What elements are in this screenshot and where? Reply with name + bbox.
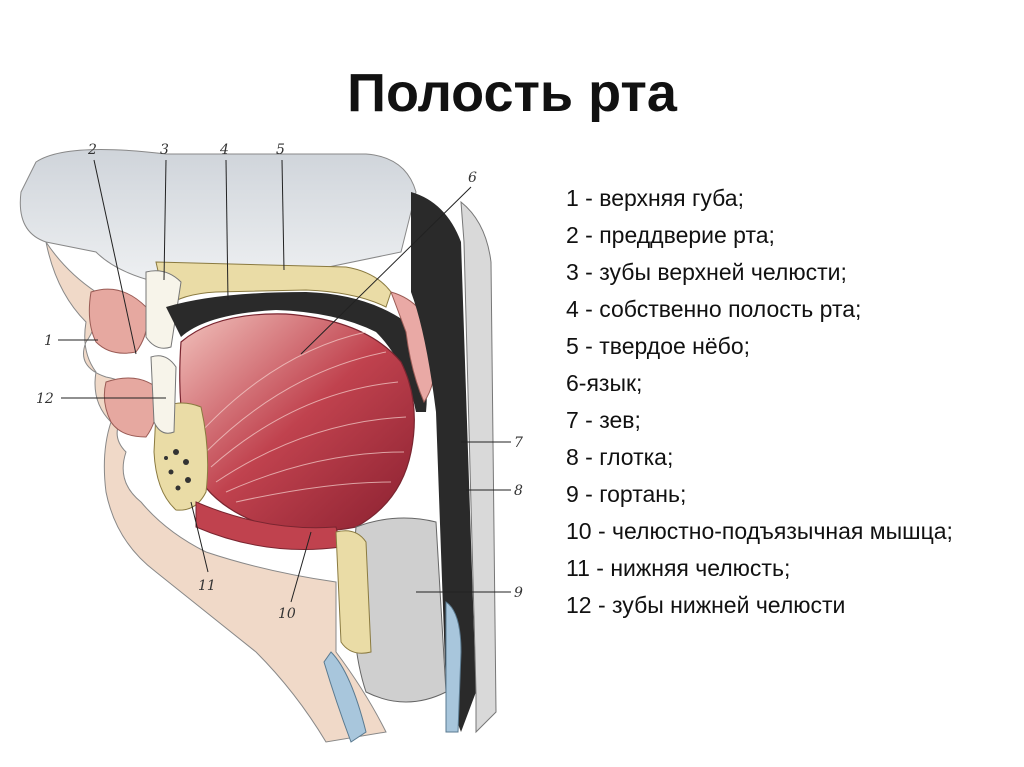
upper-lip (88, 288, 148, 354)
figure-label-3: 3 (160, 142, 169, 158)
figure-label-10: 10 (278, 606, 296, 622)
figure-label-12: 12 (36, 391, 54, 407)
lower-teeth (150, 355, 177, 434)
legend-item-2: 2 - преддверие рта; (566, 222, 775, 248)
oral-cavity-space (166, 292, 427, 412)
legend-item-10: 10 - челюстно-подъязычная мышца; (566, 518, 953, 544)
figure-label-1: 1 (44, 333, 53, 349)
legend-item-6: 6-язык; (566, 370, 643, 396)
legend-item-5: 5 - твердое нёбо; (566, 333, 751, 359)
trachea-cartilage (445, 601, 462, 733)
figure-label-2: 2 (87, 142, 97, 158)
tongue (179, 313, 415, 532)
legend-item-12: 12 - зубы нижней челюсти (566, 592, 846, 618)
figure-label-8: 8 (514, 483, 523, 499)
posterior-pharyngeal-wall (460, 200, 497, 734)
figure-label-11: 11 (198, 578, 216, 594)
figure-label-5: 5 (276, 142, 285, 158)
figure-label-7: 7 (514, 435, 523, 451)
oral-cavity-anatomy-illustration: 1 2 3 4 5 6 7 8 9 10 11 12 (19, 142, 523, 743)
slide-title: Полость рта (347, 63, 677, 123)
legend-item-11: 11 - нижняя челюсть; (566, 555, 791, 581)
upper-teeth (145, 270, 182, 349)
mandible-spongy-bone (164, 449, 191, 491)
hard-palate (155, 261, 392, 308)
pharynx (411, 192, 476, 732)
nasal-region (19, 149, 417, 283)
figure-label-6: 6 (468, 170, 477, 186)
laryngeal-cartilage (323, 651, 367, 743)
face-skin (45, 241, 387, 743)
legend-item-3: 3 - зубы верхней челюсти; (566, 259, 847, 285)
lower-lip (103, 377, 158, 438)
legend-list: 1 - верхняя губа; 2 - преддверие рта; 3 … (566, 180, 1006, 624)
legend-item-1: 1 - верхняя губа; (566, 185, 744, 211)
legend-item-4: 4 - собственно полость рта; (566, 296, 862, 322)
legend-item-8: 8 - глотка; (566, 444, 674, 470)
legend-item-9: 9 - гортань; (566, 481, 687, 507)
figure-label-9: 9 (514, 585, 523, 601)
figure-label-4: 4 (219, 142, 229, 158)
legend-item-7: 7 - зев; (566, 407, 641, 433)
tongue-fibers (200, 331, 407, 503)
hyoid-cartilage (335, 530, 372, 654)
leader-lines (58, 159, 511, 603)
